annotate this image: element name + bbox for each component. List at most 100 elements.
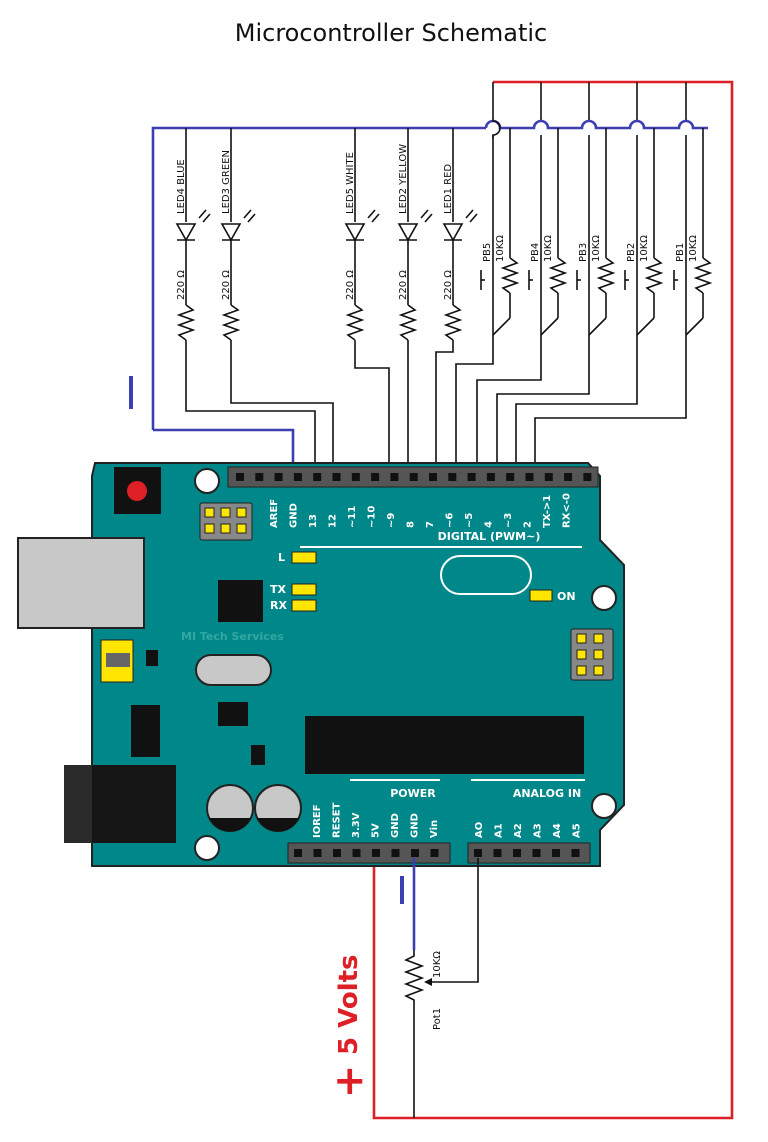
header-pin (552, 849, 560, 857)
header-pin (391, 849, 400, 857)
analog-pin-label: AO (474, 822, 485, 838)
header-pin (313, 473, 322, 481)
digital-pin-label: 4 (484, 521, 495, 528)
header-pin (411, 849, 419, 857)
icsp-pin (220, 523, 231, 534)
led-resistor-label: 220 Ω (345, 270, 356, 300)
analog-pin-label: A1 (494, 823, 505, 838)
button-supply-taps (492, 82, 687, 122)
header-pin (313, 849, 322, 857)
digital-pin-label: ~5 (464, 513, 475, 528)
analog-pin-label: A2 (513, 823, 524, 838)
header-pin (430, 849, 439, 857)
ground-marker-top (129, 376, 133, 409)
digital-pin-label: ~10 (367, 506, 378, 528)
pot-value: 10KΩ (432, 951, 443, 978)
l-led-label: L (278, 551, 285, 564)
led-branch: LED1 RED 220 Ω (442, 128, 478, 341)
digital-pin-label: 13 (308, 514, 319, 528)
on-led-label: ON (557, 590, 576, 603)
button-label: PB2 (626, 243, 637, 262)
tx-led-label: TX (270, 583, 287, 596)
header-pin (532, 849, 541, 857)
header-pin (493, 849, 502, 857)
header-pin (332, 473, 341, 481)
analog-pin-label: A3 (533, 823, 544, 838)
header-pin (564, 473, 573, 481)
icsp-header-2 (570, 628, 614, 681)
header-pin (486, 473, 495, 481)
button-label: PB4 (530, 243, 541, 262)
digital-pin-label: 12 (328, 514, 339, 528)
header-pin (448, 473, 457, 481)
digital-pin-label: TX->1 (542, 495, 553, 528)
led-label: LED4 BLUE (176, 159, 187, 214)
diagram-title: Microcontroller Schematic (235, 19, 547, 47)
icsp-pin (593, 665, 604, 676)
header-pin (474, 849, 482, 857)
supply-wire-5v (372, 80, 734, 1120)
header-pin (333, 849, 341, 857)
led-label: LED1 RED (443, 164, 454, 214)
supply-label: 5 Volts (334, 954, 364, 1055)
header-pin (294, 849, 302, 857)
header-pin (371, 473, 380, 481)
pot-label: Pot1 (432, 1008, 443, 1030)
digital-pin-label: AREF (269, 499, 280, 528)
digital-pin-label: ~3 (503, 513, 514, 528)
power-pin-header (287, 842, 451, 864)
power-pin-label: GND (410, 813, 421, 838)
power-pin-label: 3.3V (351, 812, 362, 838)
led-resistor-label: 220 Ω (398, 270, 409, 300)
usb-port (17, 537, 145, 629)
header-pin (236, 473, 244, 481)
header-pin (429, 473, 437, 481)
header-pin (390, 473, 399, 481)
led-signal-wires (185, 340, 454, 476)
potentiometer: 10KΩ Pot1 (403, 858, 479, 1118)
header-pin (467, 473, 476, 481)
led-label: LED3 GREEN (221, 150, 232, 214)
digital-pin-label: ~11 (347, 506, 358, 528)
led-resistor-label: 220 Ω (176, 270, 187, 300)
icsp-pin (220, 507, 231, 518)
analog-pin-label: A4 (552, 823, 563, 838)
digital-pin-label: 2 (523, 521, 534, 528)
icsp-pin (593, 633, 604, 644)
header-pin (351, 473, 360, 481)
watermark: MI Tech Services (181, 630, 284, 643)
digital-pin-label: GND (289, 503, 300, 528)
button-resistor-label: 10KΩ (639, 235, 650, 262)
rx-led-label: RX (270, 599, 287, 612)
header-pin (506, 473, 515, 481)
icsp-pin (236, 507, 247, 518)
icsp-pin (576, 633, 587, 644)
button-label: PB3 (578, 243, 589, 262)
microcontroller-chip (305, 716, 584, 774)
button-resistor-label: 10KΩ (688, 235, 699, 262)
on-led (529, 589, 553, 602)
oscillator (195, 654, 272, 686)
led-resistor-label: 220 Ω (443, 270, 454, 300)
icsp-pin (204, 523, 215, 534)
power-pin-label: RESET (332, 802, 343, 838)
header-pin (525, 473, 534, 481)
power-header-label: POWER (390, 787, 436, 800)
jumper-bridges (492, 120, 501, 138)
digital-pin-label: RX<-0 (562, 493, 573, 528)
header-pin (293, 473, 302, 481)
digital-pin-label: 7 (425, 521, 436, 528)
icsp-pin (576, 649, 587, 660)
header-pin (352, 849, 361, 857)
icsp-pin (593, 649, 604, 660)
button-resistor-label: 10KΩ (591, 235, 602, 262)
l-led (291, 551, 317, 564)
